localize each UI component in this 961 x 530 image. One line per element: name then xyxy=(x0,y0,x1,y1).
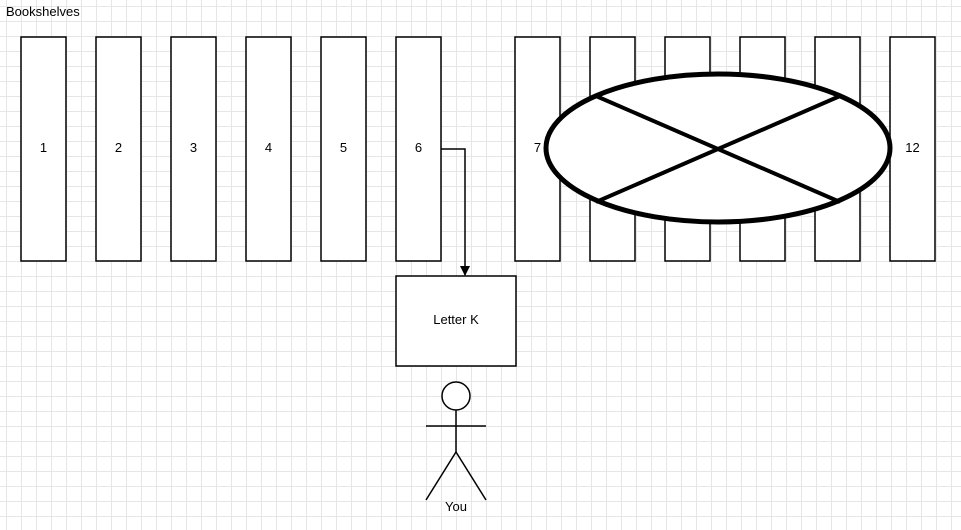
route-arrow xyxy=(441,148,470,276)
person-label: You xyxy=(445,499,467,514)
shelf-label: 3 xyxy=(190,140,197,155)
shelf-2: 2 xyxy=(95,36,142,262)
shelf-3: 3 xyxy=(170,36,217,262)
shelf-5: 5 xyxy=(320,36,367,262)
shelf-label: 1 xyxy=(40,140,47,155)
shelf-label: 2 xyxy=(115,140,122,155)
letter-k-box: Letter K xyxy=(395,275,517,367)
blocked-x-marker xyxy=(543,71,893,225)
shelf-label: 7 xyxy=(534,140,541,155)
shelf-label: 5 xyxy=(340,140,347,155)
shelf-6: 6 xyxy=(395,36,442,262)
shelf-12: 12 xyxy=(889,36,936,262)
person-icon xyxy=(425,381,487,501)
letter-k-label: Letter K xyxy=(433,312,479,327)
shelf-1: 1 xyxy=(20,36,67,262)
shelf-4: 4 xyxy=(245,36,292,262)
shelf-label: 4 xyxy=(265,140,272,155)
shelf-label: 12 xyxy=(905,140,919,155)
diagram-title: Bookshelves xyxy=(6,4,80,19)
shelf-label: 6 xyxy=(415,140,422,155)
